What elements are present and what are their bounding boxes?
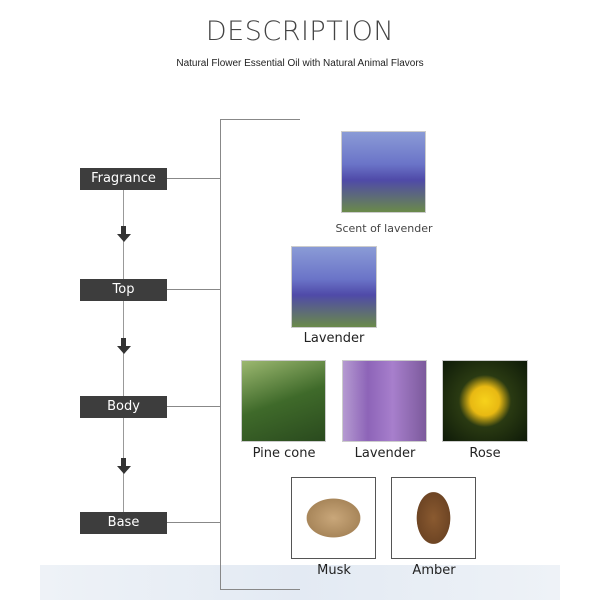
arrow-down-icon <box>117 234 131 242</box>
bottom-fade-band <box>40 565 560 600</box>
scent-of-lavender-caption: Scent of lavender <box>335 222 433 235</box>
flow-connector-line <box>123 190 124 522</box>
lavender-field-image <box>342 360 427 442</box>
page-subtitle: Natural Flower Essential Oil with Natura… <box>176 58 424 69</box>
connector-base <box>167 522 220 523</box>
arrow-down-icon <box>121 458 126 466</box>
lavender-caption: Lavender <box>303 331 365 346</box>
amber-caption: Amber <box>412 563 456 578</box>
musk-caption: Musk <box>317 563 351 578</box>
step-body: Body <box>80 396 167 418</box>
page-title: DESCRIPTION <box>205 16 395 47</box>
arrow-down-icon <box>117 346 131 354</box>
musk-image <box>291 477 376 559</box>
rose-image <box>442 360 528 442</box>
pine-cone-caption: Pine cone <box>252 446 316 461</box>
bracket <box>220 119 300 590</box>
connector-top <box>167 289 220 290</box>
arrow-down-icon <box>121 338 126 346</box>
step-base: Base <box>80 512 167 534</box>
step-fragrance: Fragrance <box>80 168 167 190</box>
rose-caption: Rose <box>469 446 501 461</box>
scent-of-lavender-image <box>341 131 426 213</box>
connector-body <box>167 406 220 407</box>
step-top: Top <box>80 279 167 301</box>
amber-image <box>391 477 476 559</box>
arrow-down-icon <box>121 226 126 234</box>
pine-cone-image <box>241 360 326 442</box>
arrow-down-icon <box>117 466 131 474</box>
lavender-body-caption: Lavender <box>354 446 416 461</box>
lavender-image <box>291 246 377 328</box>
connector-fragrance <box>167 178 220 179</box>
